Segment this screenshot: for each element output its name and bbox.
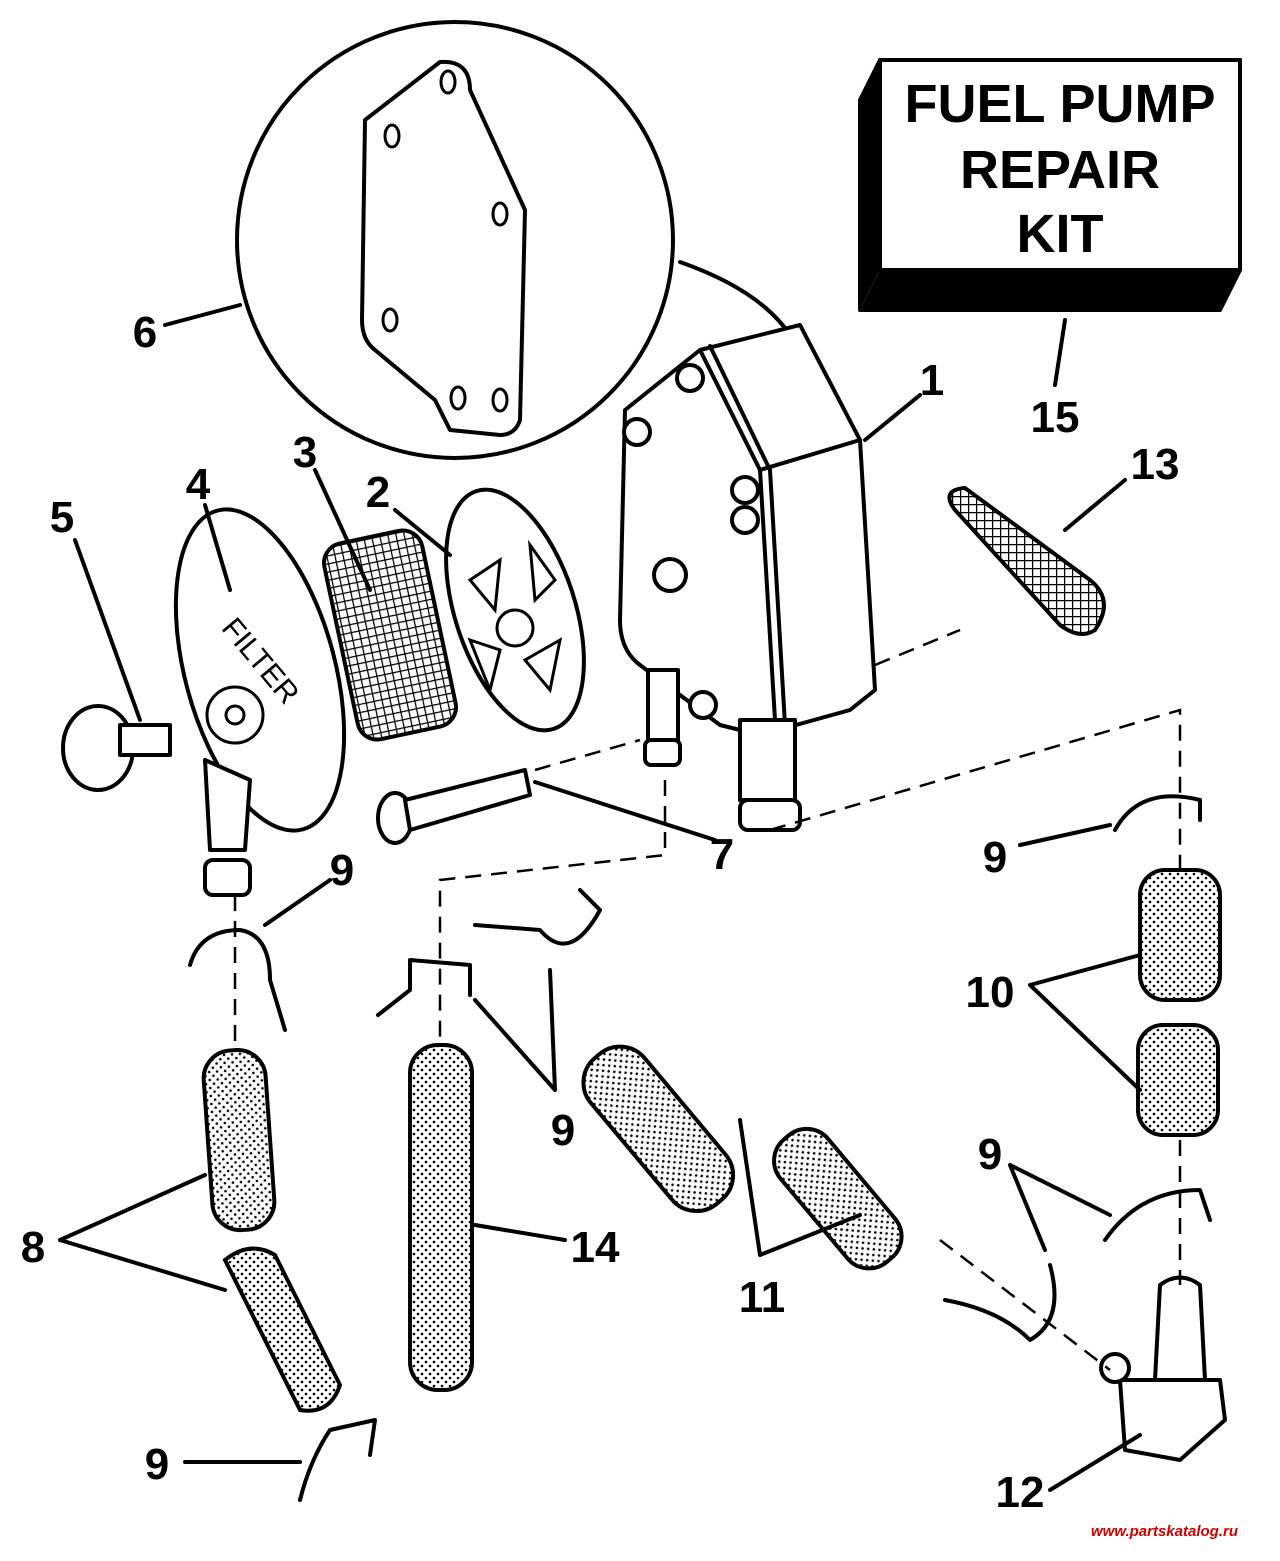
repair-kit-box: FUEL PUMP REPAIR KIT xyxy=(858,58,1242,312)
callout-9: 9 xyxy=(145,1440,169,1489)
thumb-screw xyxy=(61,704,172,792)
fuel-hose-11-upper xyxy=(581,1044,736,1214)
callout-9: 9 xyxy=(330,846,354,895)
fuel-connector xyxy=(1099,1275,1227,1462)
fuel-hose-14 xyxy=(408,1043,474,1392)
callout-2: 2 xyxy=(366,468,390,517)
gasket-detail xyxy=(235,20,792,460)
watermark: www.partskatalog.ru xyxy=(1091,1523,1238,1540)
callouts: 1 2 3 4 5 6 7 8 9 9 9 9 9 10 11 12 13 14… xyxy=(21,308,1180,1517)
callout-12: 12 xyxy=(996,1468,1045,1517)
callout-7: 7 xyxy=(710,830,734,879)
callout-9: 9 xyxy=(551,1106,575,1155)
kit-line-3: KIT xyxy=(1017,204,1104,264)
fuel-hose-10-lower xyxy=(1136,1023,1220,1137)
callout-10: 10 xyxy=(966,968,1015,1017)
fuel-hose-11-lower xyxy=(772,1126,904,1271)
callout-9: 9 xyxy=(978,1130,1002,1179)
callout-5: 5 xyxy=(50,493,74,542)
filter-cover: FILTER xyxy=(173,507,347,897)
kit-line-1: FUEL PUMP xyxy=(904,74,1215,134)
callout-4: 4 xyxy=(186,460,211,509)
screw xyxy=(376,768,532,845)
callout-9: 9 xyxy=(983,833,1007,882)
callout-15: 15 xyxy=(1031,393,1080,442)
fuel-hose-10-upper xyxy=(1138,868,1222,1002)
fuel-hose-8-lower xyxy=(222,1246,343,1413)
kit-line-2: REPAIR xyxy=(960,140,1160,200)
filter-plate xyxy=(444,487,586,733)
callout-6: 6 xyxy=(133,308,157,357)
assembly-lines xyxy=(233,628,1182,1371)
fuel-pump-body xyxy=(618,323,877,832)
mounting-gasket xyxy=(947,485,1106,636)
fuel-hose-8-upper xyxy=(201,1048,277,1233)
callout-14: 14 xyxy=(571,1223,620,1272)
filter-screen xyxy=(322,528,458,742)
hose-clamps xyxy=(188,794,1212,1502)
callout-8: 8 xyxy=(21,1223,45,1272)
callout-13: 13 xyxy=(1131,440,1180,489)
leader-lines xyxy=(58,303,1142,1492)
callout-3: 3 xyxy=(293,428,317,477)
callout-11: 11 xyxy=(739,1273,786,1322)
callout-1: 1 xyxy=(920,356,944,405)
